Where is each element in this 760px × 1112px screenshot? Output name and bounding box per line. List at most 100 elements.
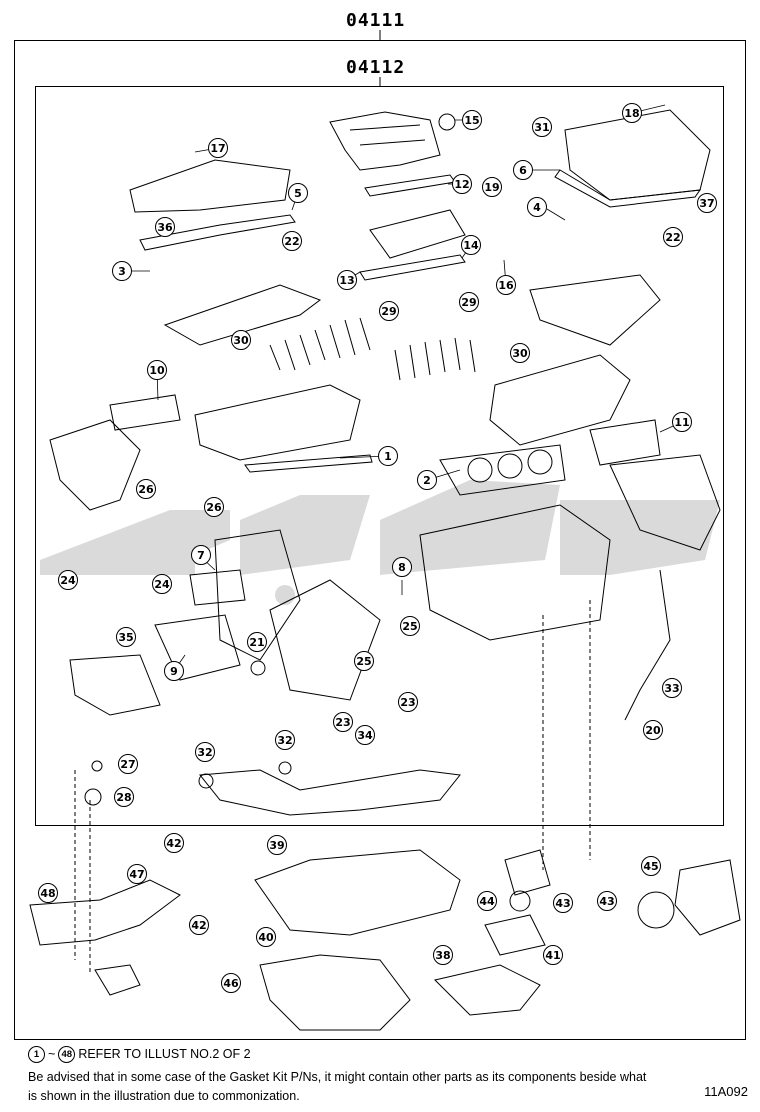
callout-circle: [208, 138, 228, 158]
callout-circle: [433, 945, 453, 965]
callout-2: 2: [417, 470, 437, 490]
callout-number: 4: [533, 201, 541, 214]
callout-number: 6: [519, 164, 527, 177]
callout-circle: [136, 479, 156, 499]
callout-42: 42: [164, 833, 184, 853]
callout-circle: [398, 692, 418, 712]
inner-kit-frame: [35, 86, 724, 826]
callout-16: 16: [496, 275, 516, 295]
callout-circle: [482, 177, 502, 197]
callout-circle: [355, 725, 375, 745]
callout-45: 45: [641, 856, 661, 876]
callout-number: 14: [463, 239, 479, 252]
callout-1: 1: [378, 446, 398, 466]
callout-26: 26: [204, 497, 224, 517]
callout-circle: [527, 197, 547, 217]
callout-10: 10: [147, 360, 167, 380]
callout-circle: [532, 117, 552, 137]
callout-number: 5: [294, 187, 302, 200]
callout-number: 13: [339, 274, 354, 287]
callout-29: 29: [459, 292, 479, 312]
kit-part-number-inner: 04112: [346, 57, 406, 78]
callout-number: 40: [258, 931, 274, 944]
callout-circle: [379, 301, 399, 321]
callout-number: 17: [210, 142, 225, 155]
callout-circle: [288, 183, 308, 203]
engine-parts-outlines: [29, 109, 741, 1031]
callout-9: 9: [164, 661, 184, 681]
callout-circle: [247, 632, 267, 652]
callout-circle: [462, 110, 482, 130]
callout-33: 33: [662, 678, 682, 698]
callout-30: 30: [510, 343, 530, 363]
callout-number: 41: [545, 949, 560, 962]
callout-circle: [114, 787, 134, 807]
callout-number: 8: [398, 561, 406, 574]
callout-44: 44: [477, 891, 497, 911]
callout-circle: [337, 270, 357, 290]
callout-29: 29: [379, 301, 399, 321]
callout-number: 45: [643, 860, 658, 873]
callout-22: 22: [282, 231, 302, 251]
illustration-id: 11A092: [704, 1084, 748, 1099]
callout-number: 38: [435, 949, 450, 962]
callout-circle: [231, 330, 251, 350]
callout-circle: [597, 891, 617, 911]
callout-8: 8: [392, 557, 412, 577]
callout-circle: [663, 227, 683, 247]
callout-circle: [510, 343, 530, 363]
callout-34: 34: [355, 725, 375, 745]
callout-number: 42: [191, 919, 206, 932]
callout-circle: [275, 730, 295, 750]
callout-number: 25: [402, 620, 417, 633]
callout-circle: [477, 891, 497, 911]
callout-number: 24: [60, 574, 76, 587]
callout-number: 48: [40, 887, 55, 900]
callout-37: 37: [697, 193, 717, 213]
callout-circle: [164, 661, 184, 681]
callout-number: 26: [138, 483, 154, 496]
callout-number: 29: [461, 296, 476, 309]
callout-11: 11: [672, 412, 692, 432]
callout-circle: [400, 616, 420, 636]
callout-circle: [116, 627, 136, 647]
callout-27: 27: [118, 754, 138, 774]
callout-from: 1: [28, 1046, 45, 1063]
callout-number: 33: [664, 682, 679, 695]
callout-circle: [191, 545, 211, 565]
callout-number: 25: [356, 655, 371, 668]
callout-circle: [354, 651, 374, 671]
kit-part-number-outer: 04111: [346, 10, 406, 31]
callout-number: 43: [555, 897, 570, 910]
callout-number: 18: [624, 107, 639, 120]
callout-number: 22: [284, 235, 299, 248]
callout-30: 30: [231, 330, 251, 350]
callout-24: 24: [58, 570, 78, 590]
callout-39: 39: [267, 835, 287, 855]
callout-number: 11: [674, 416, 689, 429]
callout-number: 9: [170, 665, 178, 678]
callout-number: 28: [116, 791, 131, 804]
callout-20: 20: [643, 720, 663, 740]
refer-text: REFER TO ILLUST NO.2 OF 2: [78, 1047, 251, 1061]
callout-circle: [38, 883, 58, 903]
callout-circle: [643, 720, 663, 740]
callout-28: 28: [114, 787, 134, 807]
callout-circle: [553, 893, 573, 913]
callout-21: 21: [247, 632, 267, 652]
callout-circle: [195, 742, 215, 762]
callout-number: 3: [118, 265, 126, 278]
callout-number: 23: [335, 716, 350, 729]
callout-number: 46: [223, 977, 239, 990]
callout-17: 17: [208, 138, 228, 158]
callout-number: 7: [197, 549, 205, 562]
callout-number: 36: [157, 221, 173, 234]
callout-31: 31: [532, 117, 552, 137]
callout-number: 26: [206, 501, 222, 514]
callout-circle: [112, 261, 132, 281]
callout-circle: [622, 103, 642, 123]
callout-number: 35: [118, 631, 133, 644]
callout-32: 32: [275, 730, 295, 750]
callout-circle: [392, 557, 412, 577]
callout-number: 34: [357, 729, 373, 742]
